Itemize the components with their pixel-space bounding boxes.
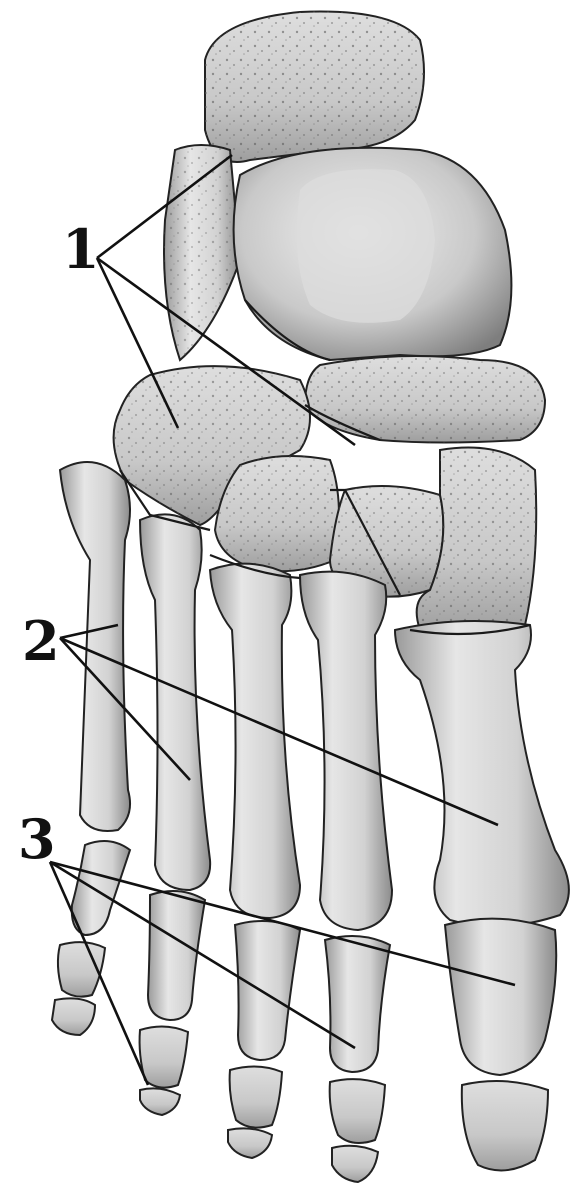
callout-label-3: 3 [18,807,56,871]
navicular [305,356,545,443]
callout-label-1: 1 [62,217,100,281]
callout-label-2: 2 [22,609,60,673]
